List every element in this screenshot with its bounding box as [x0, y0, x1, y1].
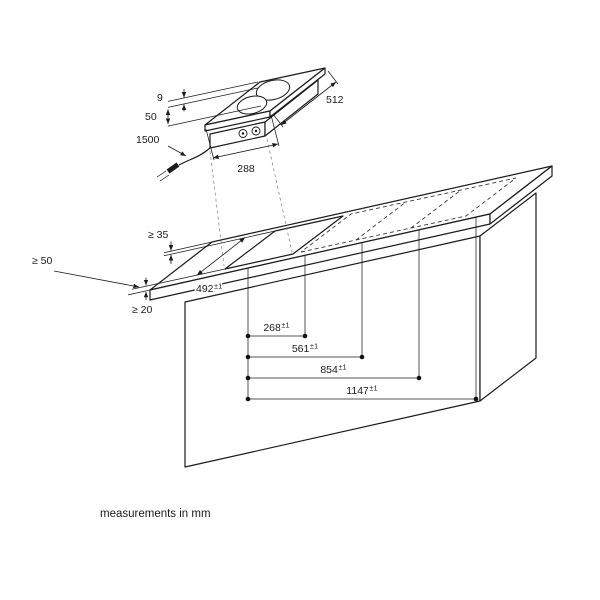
dimension-dot	[245, 396, 251, 402]
leader-line	[167, 145, 187, 157]
dimension-line	[280, 81, 337, 126]
dim-value: 561	[292, 343, 310, 355]
clearance-label-35: ≥ 35	[148, 229, 169, 241]
dim-268: 268±1	[245, 319, 308, 339]
dim-tolerance: ±1	[214, 282, 222, 291]
dim-label-512: 512	[326, 94, 344, 106]
dim-label-268: 268±1	[263, 321, 289, 335]
dim-cutout-depth-492: 492±1	[195, 237, 246, 297]
base-cabinet	[184, 192, 537, 468]
plug-pin-2	[159, 174, 170, 182]
dimension-dot	[245, 333, 251, 339]
dim-854: 854±1	[245, 361, 422, 381]
control-knob-2-dot	[254, 129, 258, 133]
dim-label-561: 561±1	[292, 342, 318, 356]
dim-value: 492	[196, 283, 214, 295]
clearance-label-50: ≥ 50	[32, 255, 53, 267]
clearance-rear-35: ≥ 35	[147, 228, 276, 264]
dimension-dot	[245, 354, 251, 360]
ext-line	[327, 70, 339, 85]
ext-line	[167, 87, 259, 108]
dim-label-288: 288	[237, 163, 255, 175]
dim-tolerance: ±1	[369, 384, 377, 393]
dimension-line	[196, 237, 246, 276]
power-cable	[178, 147, 211, 166]
dim-label-1147: 1147±1	[346, 384, 377, 398]
dim-label-50: 50	[145, 111, 157, 123]
dim-label-492: 492±1	[196, 282, 222, 296]
cabinet-side-face	[479, 192, 537, 402]
ext-line	[205, 128, 215, 161]
worktop-right-edge	[489, 165, 553, 225]
plug-pin-1	[156, 170, 167, 178]
leader-line	[53, 270, 140, 289]
dim-value: 1147	[346, 385, 369, 397]
dim-cable-1500: 1500	[135, 133, 187, 157]
dim-module-width-288: 288	[205, 114, 280, 177]
dim-module-depth-512: 512	[272, 70, 345, 128]
clearance-side-50: ≥ 50	[31, 254, 140, 289]
control-knob-1-dot	[241, 132, 245, 135]
dim-label-1500: 1500	[136, 134, 160, 146]
measurements-note: measurements in mm	[100, 508, 211, 520]
dimension-dot	[245, 375, 251, 381]
dim-1147: 1147±1	[245, 382, 479, 402]
dimension-dot	[416, 375, 422, 381]
dimension-dot	[473, 396, 479, 402]
ext-line	[270, 114, 280, 147]
dim-value: 268	[263, 322, 281, 334]
dimension-dot	[302, 333, 308, 339]
clearance-label-20: ≥ 20	[132, 304, 153, 316]
ext-line	[127, 289, 151, 296]
power-plug	[166, 162, 180, 174]
ext-line	[167, 105, 262, 127]
dim-561: 561±1	[245, 340, 365, 360]
dim-value: 854	[320, 364, 338, 376]
dim-label-854: 854±1	[320, 363, 346, 377]
dim-tolerance: ±1	[281, 321, 289, 330]
worktop-cutout	[224, 215, 344, 270]
position-dimensions: 268±1 561±1 854±1 1147±1	[245, 217, 479, 402]
dim-tolerance: ±1	[338, 363, 346, 372]
worktop	[149, 165, 553, 301]
ext-line	[167, 81, 259, 102]
dim-tolerance: ±1	[310, 342, 318, 351]
dim-label-9: 9	[157, 92, 163, 104]
optional-cutout-divider-1	[355, 201, 407, 241]
dim-module-heights-9-50: 9 50	[144, 81, 262, 127]
optional-cutout-divider-2	[410, 189, 462, 229]
dimension-line	[212, 142, 279, 160]
dimension-dot	[359, 354, 365, 360]
